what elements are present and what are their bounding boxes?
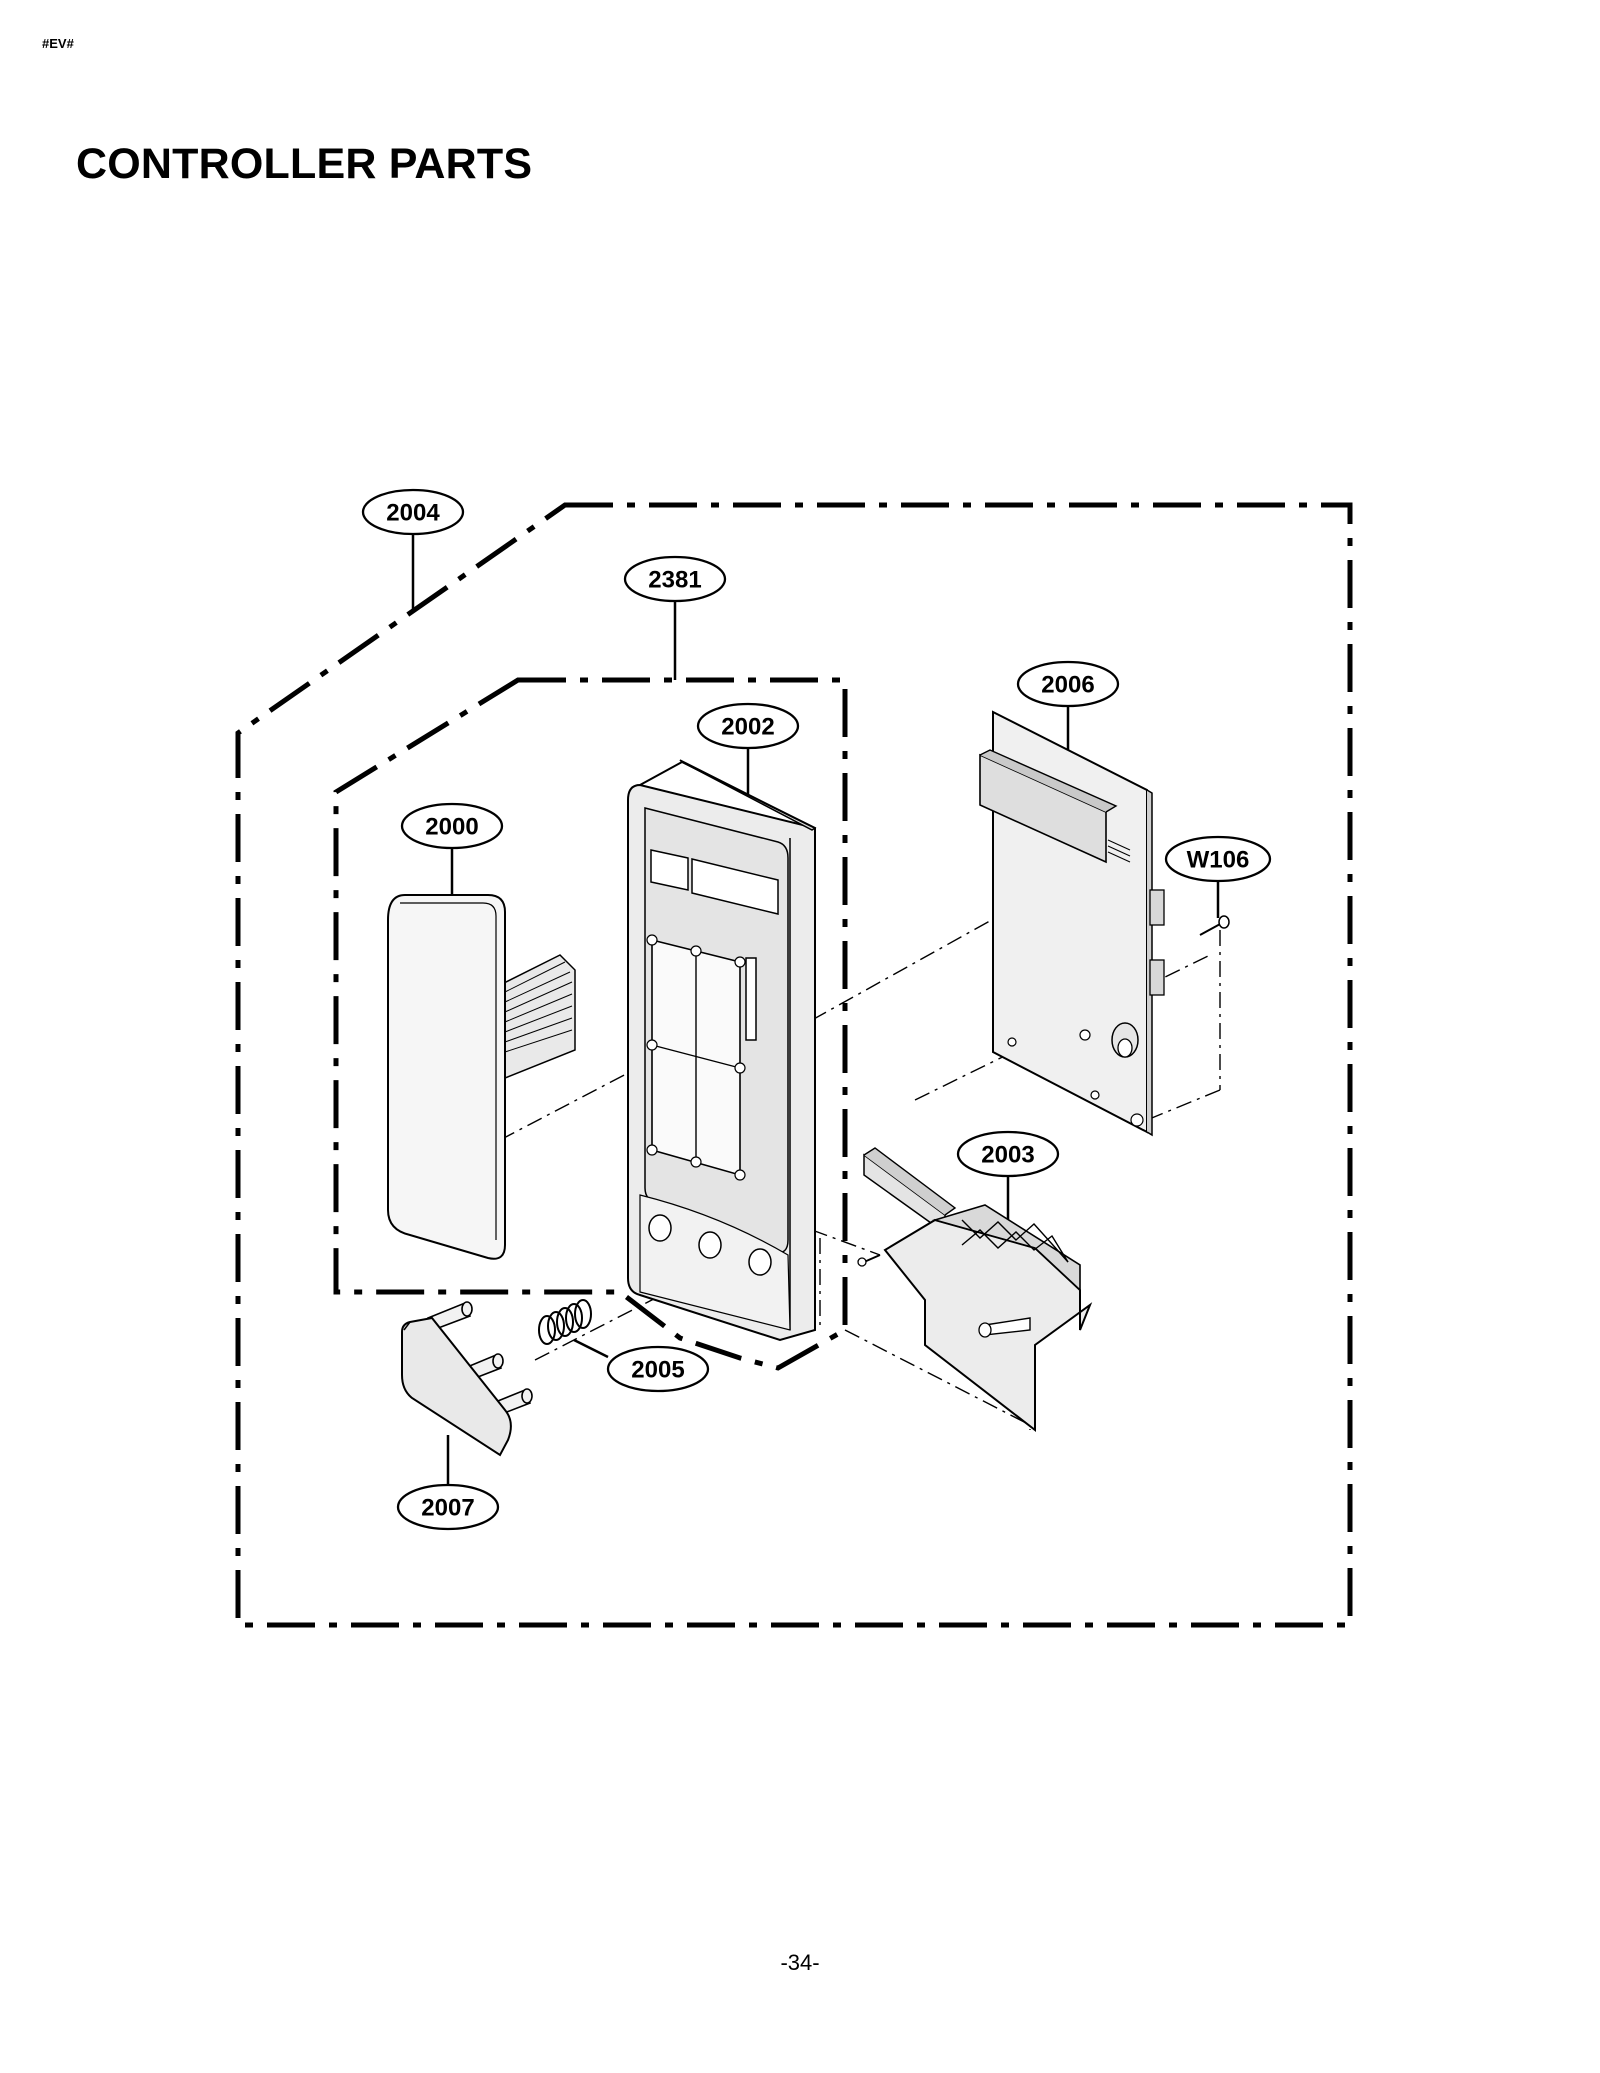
callout-2006: 2006 [1016, 660, 1120, 708]
callout-label: 2007 [421, 1495, 474, 1522]
callout-2007: 2007 [396, 1483, 500, 1531]
inner-assembly-boundary [333, 677, 848, 1371]
page-number: -34- [780, 1950, 820, 1975]
callout-label: 2005 [631, 1357, 684, 1384]
callout-2003: 2003 [956, 1130, 1060, 1178]
membrane-keypad-part [387, 894, 576, 1260]
callout-2005: 2005 [606, 1345, 710, 1393]
page-title: CONTROLLER PARTS [76, 140, 533, 188]
door-latch-lever-part [857, 1147, 1093, 1433]
callout-2004: 2004 [361, 488, 465, 536]
callout-label: 2004 [386, 500, 440, 527]
leader-lines [411, 534, 1220, 1490]
callout-label: 2006 [1041, 672, 1094, 699]
callout-w106: W106 [1164, 835, 1272, 883]
callout-label: W106 [1187, 847, 1250, 874]
callout-2381: 2381 [623, 555, 727, 603]
screw-part [1199, 915, 1230, 936]
push-button-part [401, 1301, 533, 1457]
outer-assembly-boundary [235, 502, 1353, 1628]
pcb-board-part [979, 710, 1165, 1137]
control-panel-frame-part [627, 759, 817, 1342]
document-code: #EV# [42, 36, 74, 51]
callout-2002: 2002 [696, 702, 800, 750]
callout-label: 2003 [981, 1142, 1034, 1169]
callout-2000: 2000 [400, 802, 504, 850]
spring-part [538, 1299, 592, 1345]
callout-label: 2002 [721, 714, 774, 741]
callout-label: 2000 [425, 814, 478, 841]
callout-label: 2381 [648, 567, 701, 594]
